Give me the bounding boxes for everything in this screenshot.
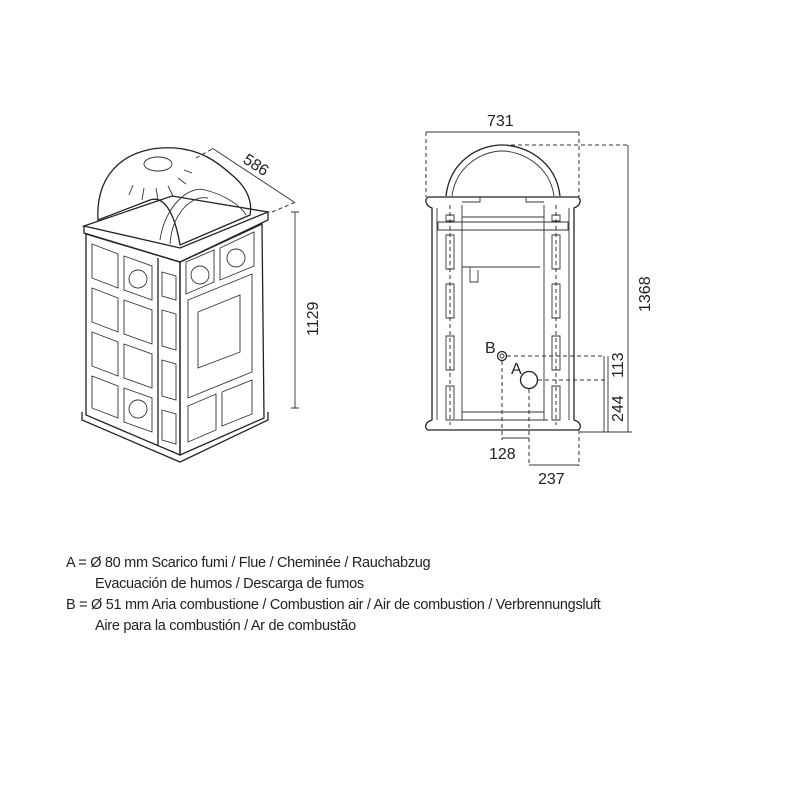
- fire-door: [187, 273, 253, 399]
- height-side-label: 1129: [305, 301, 322, 336]
- left-face: [85, 233, 181, 456]
- top-slab: [81, 195, 271, 249]
- dimension-height-side: 1129: [291, 211, 322, 409]
- b-height-label: 113: [610, 352, 627, 378]
- dome-vent-slots: [128, 169, 193, 201]
- legend-b-line1: B = Ø 51 mm Aria combustione / Combustio…: [66, 597, 601, 613]
- dimension-height-total: 1368: [504, 144, 654, 433]
- legend-b-line2: Aire para la combustión / Ar de combustã…: [95, 618, 356, 634]
- dimension-outlet-offsets: 128 237: [489, 361, 580, 488]
- right-face: [179, 222, 265, 456]
- cross-bar: [437, 221, 569, 231]
- door-glass: [197, 294, 241, 369]
- base-plinth: [81, 412, 269, 463]
- front-frame: [425, 196, 581, 431]
- left-face-tiles: [91, 243, 177, 445]
- legend-a-line1: A = Ø 80 mm Scarico fumi / Flue / Chemin…: [66, 555, 431, 571]
- height-total-label: 1368: [637, 276, 654, 312]
- air-inlet-b: [496, 350, 508, 362]
- width-label: 731: [487, 113, 514, 130]
- label-b: B: [485, 340, 496, 357]
- b-offset-label: 128: [489, 446, 516, 463]
- a-height-label: 244: [610, 395, 627, 422]
- stove-front-view: B A: [425, 144, 581, 431]
- label-a: A: [511, 361, 522, 378]
- flue-outlet-a: [519, 370, 539, 390]
- dome-cover: [97, 147, 252, 246]
- side-pillars: [445, 214, 561, 421]
- legend: A = Ø 80 mm Scarico fumi / Flue / Chemin…: [66, 553, 601, 637]
- front-dome: [445, 144, 561, 197]
- legend-a-line2: Evacuación de humos / Descarga de fumos: [95, 576, 364, 592]
- depth-label: 586: [240, 151, 272, 180]
- dimension-outlet-heights: 113 244: [507, 352, 627, 432]
- a-offset-label: 237: [538, 471, 565, 488]
- stove-isometric-view: [81, 147, 271, 463]
- dimension-width: 731: [425, 113, 580, 197]
- dome-vent-oval: [143, 156, 173, 172]
- right-face-tiles: [185, 231, 255, 443]
